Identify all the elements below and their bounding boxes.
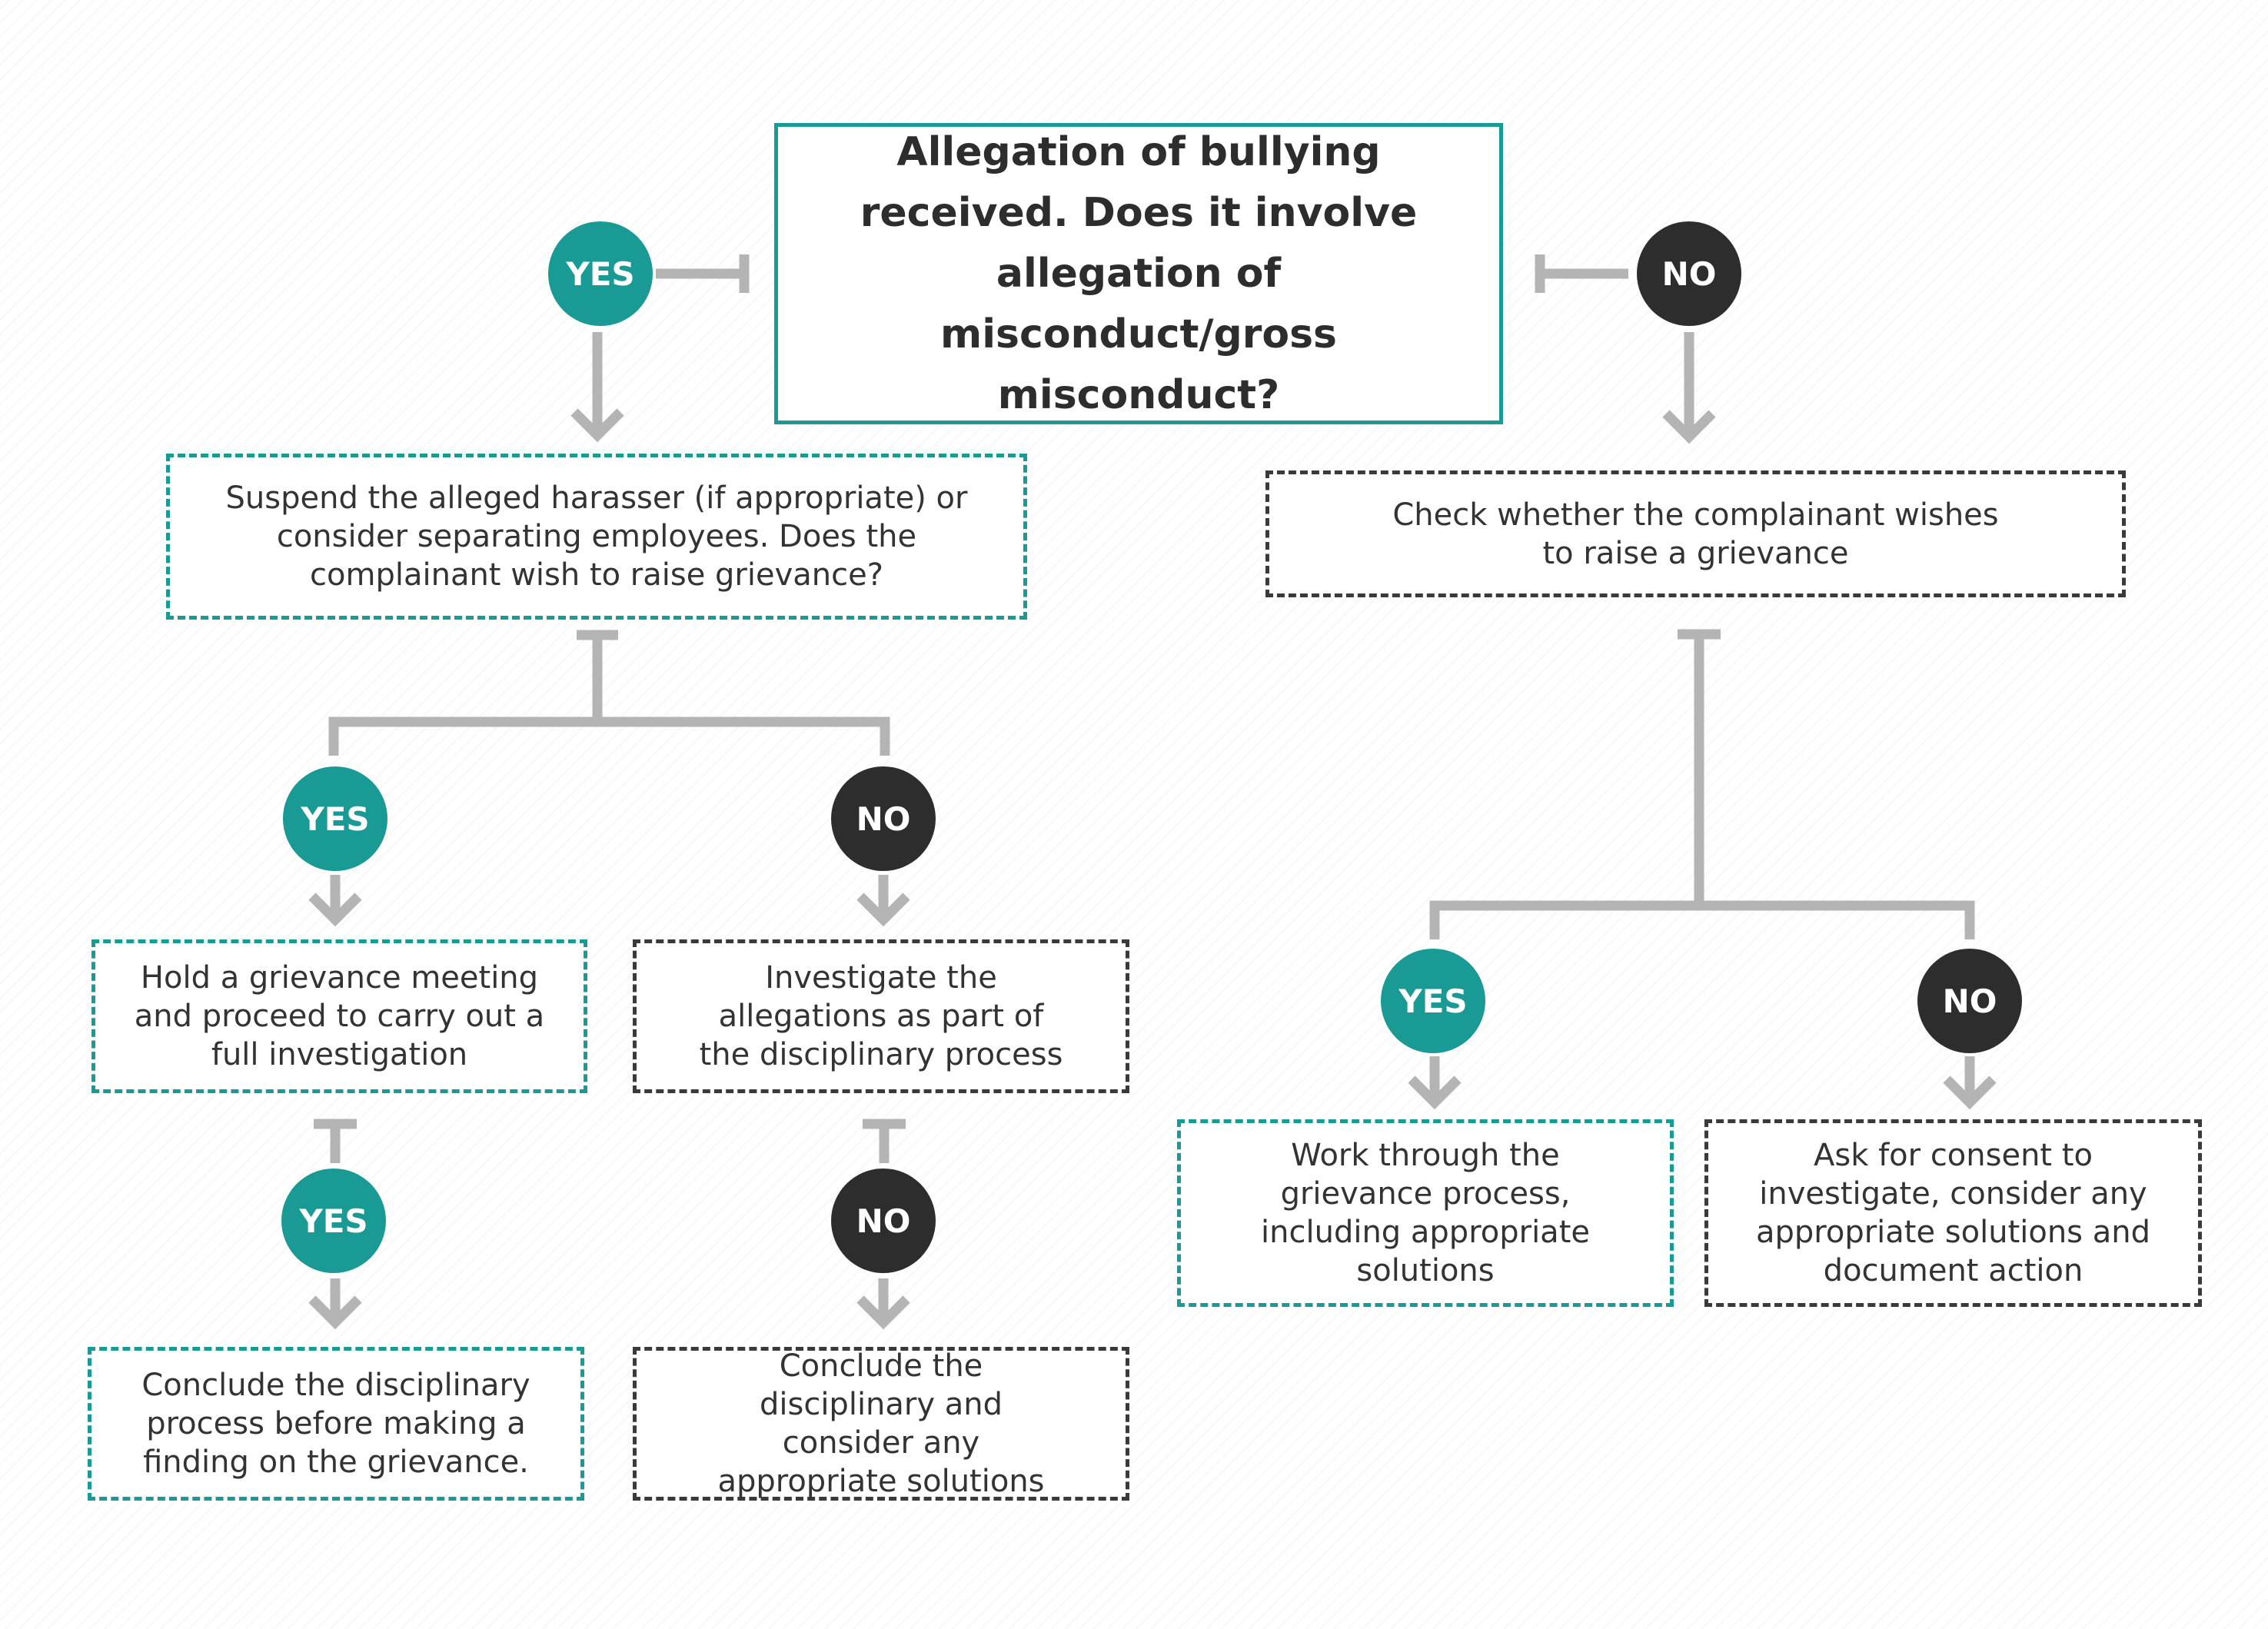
conclude-consider-box: Conclude the disciplinary and consider a… [633, 1347, 1129, 1501]
bottom-yes-label: YES [299, 1202, 368, 1240]
arrow-left-yes-to-hold [308, 875, 362, 927]
work-through-box: Work through the grievance process, incl… [1177, 1119, 1674, 1307]
arrow-yes-to-suspend [570, 332, 624, 443]
top-no-label: NO [1661, 254, 1717, 293]
check-grievance-text: Check whether the complainant wishes to … [1392, 497, 1999, 571]
conclude-before-finding-text: Conclude the disciplinary process before… [141, 1368, 530, 1480]
left-yes-label: YES [301, 800, 370, 838]
arrow-no-to-check [1662, 332, 1716, 444]
bottom-no-label: NO [856, 1202, 911, 1240]
check-grievance-box: Check whether the complainant wishes to … [1265, 470, 2126, 597]
left-no-label: NO [856, 800, 911, 838]
arrow-right-no-to-ask [1943, 1056, 1997, 1110]
main-question-box: Allegation of bullying received. Does it… [774, 123, 1503, 424]
suspend-text: Suspend the alleged harasser (if appropr… [225, 480, 968, 593]
right-no-badge: NO [1917, 949, 2022, 1053]
hold-meeting-text: Hold a grievance meeting and proceed to … [134, 960, 545, 1072]
left-yes-badge: YES [283, 766, 387, 871]
arrow-right-yes-to-work [1408, 1056, 1462, 1110]
connector-main-to-no [1535, 254, 1628, 293]
main-question-text: Allegation of bullying received. Does it… [860, 128, 1418, 418]
right-no-label: NO [1942, 982, 1997, 1020]
top-yes-badge: YES [548, 221, 653, 326]
bottom-no-badge: NO [831, 1169, 936, 1273]
branch-suspend [328, 630, 890, 756]
connector-main-to-yes [656, 254, 750, 293]
investigate-disciplinary-text: Investigate the allegations as part of t… [699, 960, 1063, 1072]
top-no-badge: NO [1637, 221, 1741, 326]
branch-check [1429, 629, 1975, 939]
hold-meeting-box: Hold a grievance meeting and proceed to … [91, 939, 587, 1093]
conclude-consider-text: Conclude the disciplinary and consider a… [717, 1348, 1045, 1499]
arrow-bottom-yes-to-conclude [308, 1278, 362, 1330]
connector-investigate-to-no [863, 1119, 906, 1163]
ask-consent-box: Ask for consent to investigate, consider… [1704, 1119, 2202, 1307]
ask-consent-text: Ask for consent to investigate, consider… [1755, 1138, 2150, 1288]
right-yes-badge: YES [1381, 949, 1485, 1053]
suspend-box: Suspend the alleged harasser (if appropr… [166, 454, 1027, 620]
right-yes-label: YES [1398, 982, 1468, 1020]
conclude-before-finding-box: Conclude the disciplinary process before… [88, 1347, 584, 1501]
work-through-text: Work through the grievance process, incl… [1261, 1138, 1590, 1288]
top-yes-label: YES [566, 254, 635, 293]
connector-hold-to-yes [314, 1119, 357, 1163]
arrow-left-no-to-investigate [856, 875, 910, 927]
investigate-disciplinary-box: Investigate the allegations as part of t… [633, 939, 1129, 1093]
left-no-badge: NO [831, 766, 936, 871]
bottom-yes-badge: YES [281, 1169, 386, 1273]
arrow-bottom-no-to-conclude [856, 1278, 910, 1330]
